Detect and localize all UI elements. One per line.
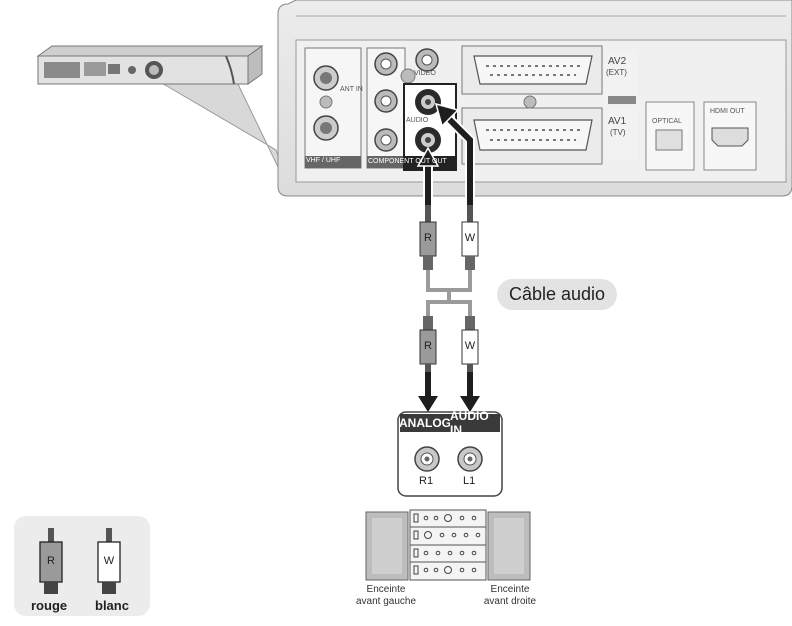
speaker-right-line1: Enceinte xyxy=(490,584,530,595)
plug-bottom-red-letter: R xyxy=(424,340,432,352)
audio-cable xyxy=(419,205,479,374)
connection-arrows xyxy=(416,102,480,412)
legend-white-label: blanc xyxy=(95,598,129,613)
hifi-system xyxy=(365,509,531,581)
plug-legend xyxy=(14,516,150,616)
jack-l1-label: L1 xyxy=(463,475,476,487)
out-label: OUT xyxy=(432,158,447,165)
ant-in-label: ANT IN xyxy=(340,86,363,93)
av2-label: AV2 xyxy=(608,56,627,67)
dvd-recorder-device xyxy=(36,45,264,85)
audio-in-header: AUDIO IN xyxy=(450,409,500,437)
analog-header: ANALOG xyxy=(399,414,451,432)
plug-top-red-letter: R xyxy=(424,232,432,244)
hdmi-label: HDMI OUT xyxy=(710,108,745,115)
speaker-left-label: Enceinte avant gauche xyxy=(356,584,416,608)
speaker-right-line2: avant droite xyxy=(483,596,537,607)
legend-white-letter: W xyxy=(103,555,115,567)
speaker-left-line1: Enceinte xyxy=(366,584,406,595)
plug-top-white-letter: W xyxy=(464,232,476,244)
tv-label: (TV) xyxy=(610,128,626,137)
component-out-label: COMPONENT OUT xyxy=(368,158,431,165)
legend-red-letter: R xyxy=(47,555,55,567)
audio-label: AUDIO xyxy=(406,117,429,124)
speaker-left-line2: avant gauche xyxy=(356,596,417,607)
video-label: VIDEO xyxy=(414,70,436,77)
cable-label: Câble audio xyxy=(497,279,617,310)
vhf-uhf-label: VHF / UHF xyxy=(306,157,341,164)
legend-red-label: rouge xyxy=(31,598,68,613)
optical-label: OPTICAL xyxy=(652,118,682,125)
av1-label: AV1 xyxy=(608,116,627,127)
speaker-right-label: Enceinte avant droite xyxy=(478,584,542,608)
zoom-connector xyxy=(158,79,293,197)
jack-r1-label: R1 xyxy=(419,475,434,487)
rear-panel xyxy=(277,0,792,197)
plug-bottom-white-letter: W xyxy=(464,340,476,352)
ext-label: (EXT) xyxy=(606,68,627,77)
